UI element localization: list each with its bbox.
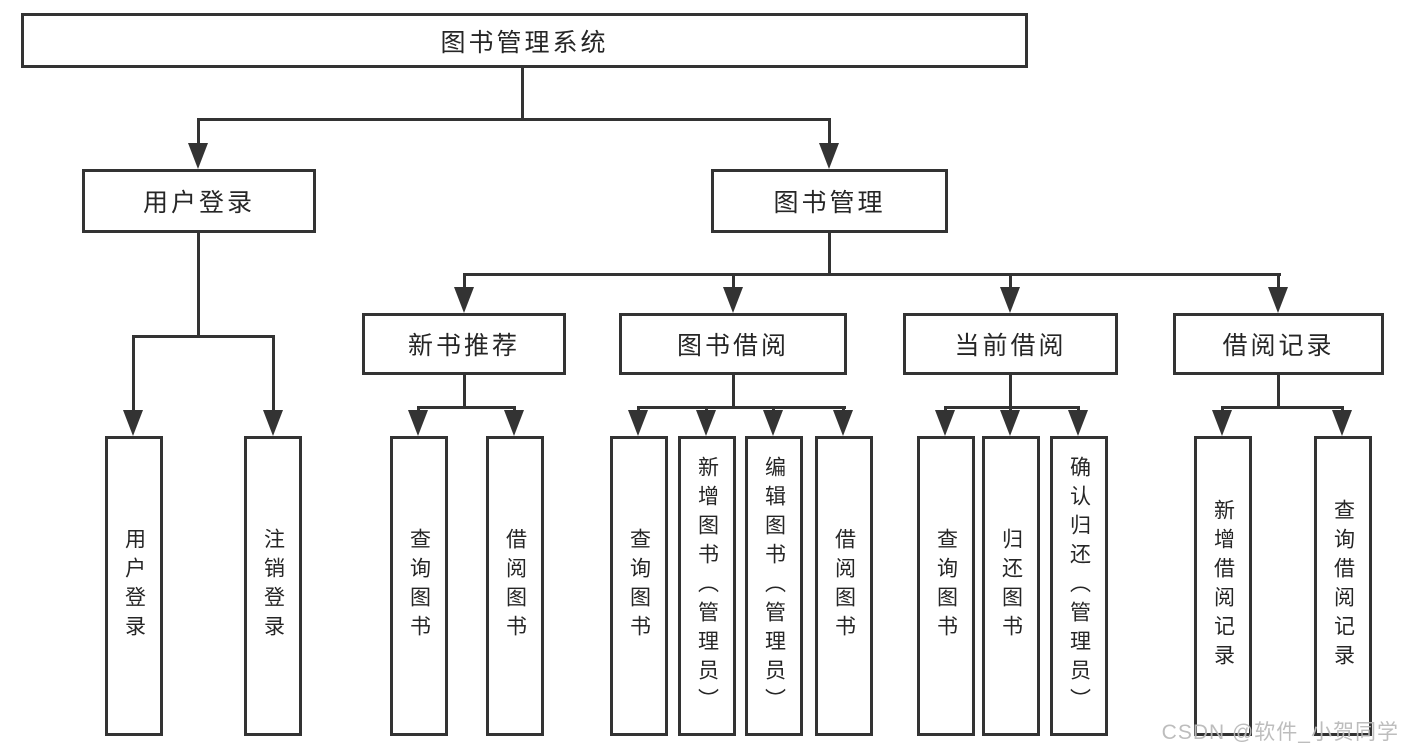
- node-book-borrow-label: 图书借阅: [676, 332, 789, 360]
- arrowhead-leaf: [408, 410, 428, 436]
- connector-current-borrow-bus: [944, 406, 1080, 409]
- arrowhead-leaf: [504, 410, 524, 436]
- node-query-books-recommend: 查询图书: [390, 436, 448, 736]
- node-add-borrow-record-label: 新增借阅记录: [1211, 499, 1235, 673]
- connector-root-stem: [521, 68, 524, 118]
- connector-borrow-records-bus: [1221, 406, 1344, 409]
- node-book-management-label: 图书管理: [773, 189, 886, 217]
- connector-root-bus: [197, 118, 831, 121]
- connector-book-borrow-bus: [637, 406, 846, 409]
- node-logout: 注销登录: [244, 436, 302, 736]
- connector-level3-drop: [463, 273, 466, 290]
- arrowhead-book-mgmt: [819, 143, 839, 169]
- node-borrow-books-label: 借阅图书: [832, 528, 856, 644]
- node-logout-label: 注销登录: [261, 528, 285, 644]
- connector-book-mgmt-drop: [828, 118, 831, 146]
- arrowhead-leaf: [1212, 410, 1232, 436]
- arrowhead-current-borrow: [1000, 287, 1020, 313]
- connector-book-borrow-stem: [732, 375, 735, 406]
- arrowhead-leaf: [1068, 410, 1088, 436]
- node-query-books-recommend-label: 查询图书: [407, 528, 431, 644]
- node-library-system: 图书管理系统: [21, 13, 1028, 68]
- node-borrow-records-label: 借阅记录: [1222, 332, 1335, 360]
- arrowhead-leaf: [1000, 410, 1020, 436]
- arrowhead-user-login: [188, 143, 208, 169]
- arrowhead-borrow-records: [1268, 287, 1288, 313]
- connector-user-login-drop: [197, 118, 200, 146]
- connector-level3-bus: [463, 273, 1281, 276]
- node-return-books-label: 归还图书: [999, 528, 1023, 644]
- node-add-borrow-record: 新增借阅记录: [1194, 436, 1252, 736]
- node-query-books-current-label: 查询图书: [934, 528, 958, 644]
- node-current-borrow: 当前借阅: [903, 313, 1118, 375]
- node-edit-books-admin: 编辑图书（管理员）: [745, 436, 803, 736]
- connector-level3-drop: [732, 273, 735, 290]
- arrowhead-new-book: [454, 287, 474, 313]
- node-confirm-return-admin-label: 确认归还（管理员）: [1067, 455, 1091, 717]
- node-query-books-current: 查询图书: [917, 436, 975, 736]
- node-user-login-branch: 用户登录: [82, 169, 316, 233]
- node-new-book-recommend-label: 新书推荐: [407, 332, 520, 360]
- node-add-books-admin: 新增图书（管理员）: [678, 436, 736, 736]
- arrowhead-leaf: [935, 410, 955, 436]
- node-borrow-records: 借阅记录: [1173, 313, 1384, 375]
- connector-current-borrow-stem: [1009, 375, 1012, 406]
- node-query-books-borrow: 查询图书: [610, 436, 668, 736]
- connector-new-book-bus: [417, 406, 516, 409]
- connector-level3-drop: [1277, 273, 1280, 290]
- node-user-login-leaf: 用户登录: [105, 436, 163, 736]
- arrowhead-leaf: [763, 410, 783, 436]
- node-return-books: 归还图书: [982, 436, 1040, 736]
- connector-book-mgmt-stem: [828, 233, 831, 273]
- connector-level3-drop: [1009, 273, 1012, 290]
- node-query-books-borrow-label: 查询图书: [627, 528, 651, 644]
- node-book-management: 图书管理: [711, 169, 948, 233]
- connector-new-book-stem: [463, 375, 466, 406]
- arrowhead-leaf: [263, 410, 283, 436]
- connector-user-login-bus: [132, 335, 275, 338]
- connector-borrow-records-stem: [1277, 375, 1280, 406]
- csdn-watermark: CSDN @软件_小贺同学: [1161, 721, 1399, 744]
- connector-user-login-stem: [197, 233, 200, 335]
- node-query-borrow-record: 查询借阅记录: [1314, 436, 1372, 736]
- node-library-system-label: 图书管理系统: [440, 28, 609, 57]
- arrowhead-leaf: [123, 410, 143, 436]
- node-user-login-branch-label: 用户登录: [142, 189, 255, 217]
- node-borrow-books: 借阅图书: [815, 436, 873, 736]
- node-new-book-recommend: 新书推荐: [362, 313, 566, 375]
- arrowhead-book-borrow: [723, 287, 743, 313]
- node-query-borrow-record-label: 查询借阅记录: [1331, 499, 1355, 673]
- node-borrow-books-recommend: 借阅图书: [486, 436, 544, 736]
- arrowhead-leaf: [833, 410, 853, 436]
- node-confirm-return-admin: 确认归还（管理员）: [1050, 436, 1108, 736]
- node-current-borrow-label: 当前借阅: [954, 332, 1067, 360]
- node-book-borrow: 图书借阅: [619, 313, 847, 375]
- arrowhead-leaf: [696, 410, 716, 436]
- node-edit-books-admin-label: 编辑图书（管理员）: [762, 455, 786, 717]
- connector-leaf-drop: [272, 335, 275, 413]
- arrowhead-leaf: [628, 410, 648, 436]
- node-user-login-leaf-label: 用户登录: [122, 528, 146, 644]
- node-borrow-books-recommend-label: 借阅图书: [503, 528, 527, 644]
- node-add-books-admin-label: 新增图书（管理员）: [695, 455, 719, 717]
- arrowhead-leaf: [1332, 410, 1352, 436]
- connector-leaf-drop: [132, 335, 135, 413]
